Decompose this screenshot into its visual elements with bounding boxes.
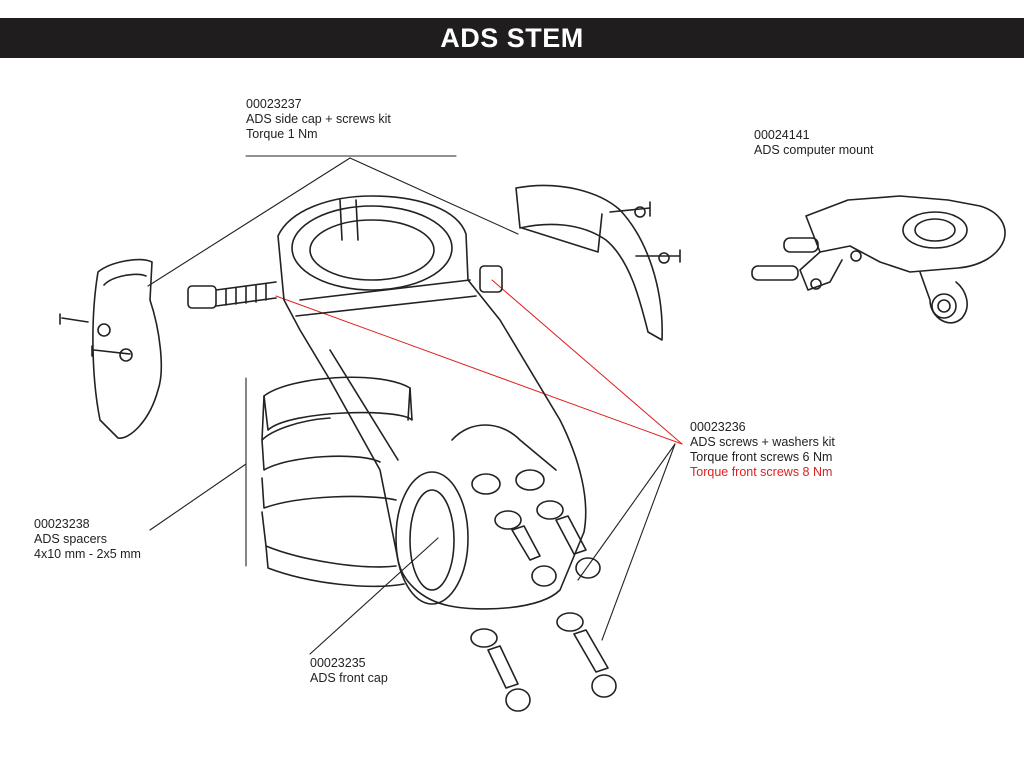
screws-torque-alt: Torque front screws 8 Nm [690,465,833,479]
spacers [261,376,413,588]
leader-lines [147,155,676,655]
side-cap-name: ADS side cap + screws kit [246,112,391,126]
front-cap-name: ADS front cap [310,671,388,685]
screws-code: 00023236 [690,420,746,434]
right-side-cap [515,184,681,341]
spacers-name: ADS spacers [34,532,107,546]
front-screws [470,469,617,712]
left-side-cap [59,258,163,439]
callout-screws: 00023236 ADS screws + washers kit Torque… [690,420,835,480]
computer-mount [751,195,1006,324]
callout-front-cap: 00023235 ADS front cap [310,656,388,686]
screws-name: ADS screws + washers kit [690,435,835,449]
callout-side-cap: 00023237 ADS side cap + screws kit Torqu… [246,97,391,142]
side-bolts [187,265,503,309]
title-bar [0,18,1024,58]
computer-mount-name: ADS computer mount [754,143,874,157]
callout-computer-mount: 00024141 ADS computer mount [754,128,874,158]
callout-spacers: 00023238 ADS spacers 4x10 mm - 2x5 mm [34,517,141,562]
screws-torque: Torque front screws 6 Nm [690,450,833,464]
spacers-sizes: 4x10 mm - 2x5 mm [34,547,141,561]
spacers-code: 00023238 [34,517,90,531]
side-cap-code: 00023237 [246,97,302,111]
side-cap-torque: Torque 1 Nm [246,127,318,141]
front-cap-code: 00023235 [310,656,366,670]
stem-body [277,195,587,610]
page-title: ADS STEM [440,23,584,53]
red-leader-lines [275,279,683,445]
computer-mount-code: 00024141 [754,128,810,142]
